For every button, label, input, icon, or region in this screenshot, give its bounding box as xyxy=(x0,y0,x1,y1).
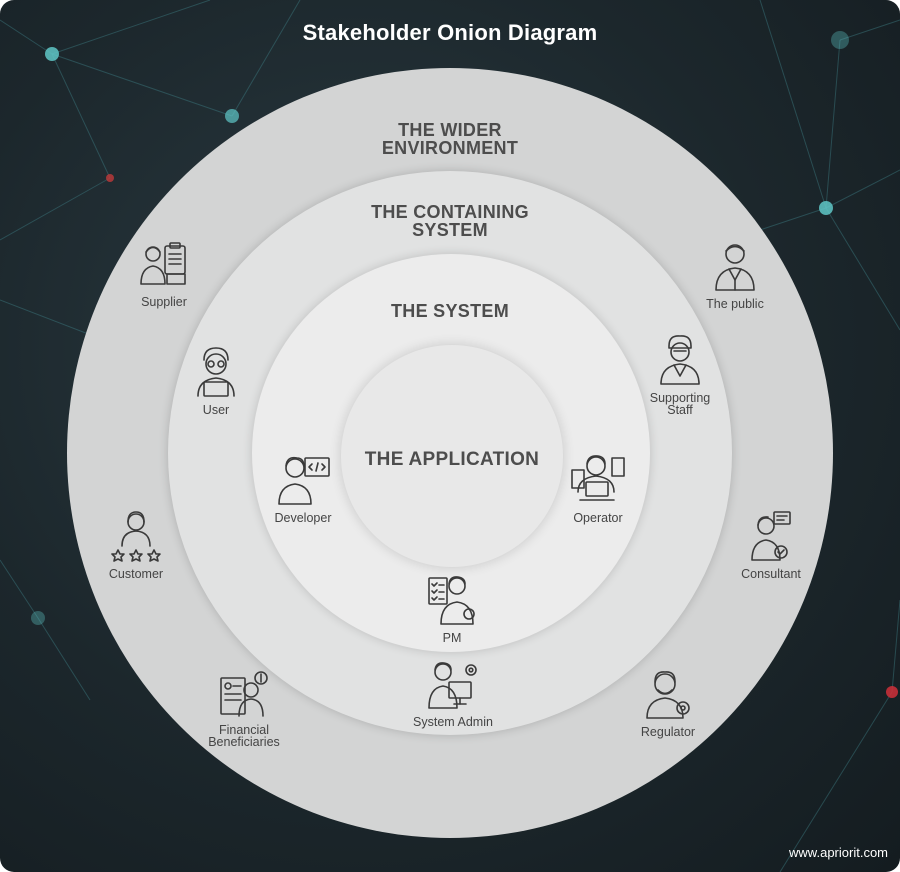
containing-system-label: THE CONTAINING SYSTEM xyxy=(371,202,529,240)
system-label: THE SYSTEM xyxy=(390,301,509,321)
person-suit-icon xyxy=(715,244,755,291)
stakeholder-financial-beneficiaries: Financial Beneficiaries xyxy=(196,670,292,748)
supplier-icon xyxy=(140,242,186,285)
supplier-label: Supplier xyxy=(141,295,187,309)
financial-beneficiaries-icon xyxy=(220,671,268,717)
consultant-label: Consultant xyxy=(741,567,801,581)
customer-label: Customer xyxy=(108,567,164,581)
user-laptop-icon xyxy=(197,347,235,397)
diagram-title: Stakeholder Onion Diagram xyxy=(302,20,598,45)
regulator-icon xyxy=(646,671,690,719)
operator-label: Operator xyxy=(573,511,623,525)
stakeholder-user: User xyxy=(186,346,246,416)
financial-beneficiaries-label: Financial Beneficiaries xyxy=(208,723,280,749)
stakeholder-public: The public xyxy=(695,240,775,310)
developer-icon xyxy=(278,456,330,505)
stakeholder-system-admin: System Admin xyxy=(398,660,508,728)
stakeholder-customer: Customer xyxy=(96,510,176,580)
operator-icon xyxy=(571,455,625,501)
system-admin-icon xyxy=(428,662,477,709)
stakeholder-supporting-staff: Supporting Staff xyxy=(640,334,720,416)
stakeholder-consultant: Consultant xyxy=(731,510,811,580)
pm-label: PM xyxy=(442,631,462,645)
supporting-staff-label: Supporting Staff xyxy=(649,391,711,417)
application-ring xyxy=(341,345,563,567)
consultant-icon xyxy=(751,511,791,561)
user-label: User xyxy=(202,403,230,417)
customer-stars-icon xyxy=(111,511,161,562)
developer-label: Developer xyxy=(274,511,332,525)
system-admin-label: System Admin xyxy=(413,715,493,729)
regulator-label: Regulator xyxy=(640,725,696,739)
stakeholder-regulator: Regulator xyxy=(628,668,708,738)
wider-environment-label: THE WIDER ENVIRONMENT xyxy=(381,120,519,158)
project-manager-icon xyxy=(428,576,475,625)
stakeholder-pm: PM xyxy=(412,574,492,644)
stakeholder-supplier: Supplier xyxy=(124,240,204,308)
application-label: THE APPLICATION xyxy=(364,449,540,470)
public-label: The public xyxy=(706,297,764,311)
footer-url[interactable]: www.apriorit.com xyxy=(789,845,888,860)
supporting-staff-icon xyxy=(660,335,700,385)
stakeholder-operator: Operator xyxy=(558,452,638,524)
stakeholder-developer: Developer xyxy=(263,452,343,524)
